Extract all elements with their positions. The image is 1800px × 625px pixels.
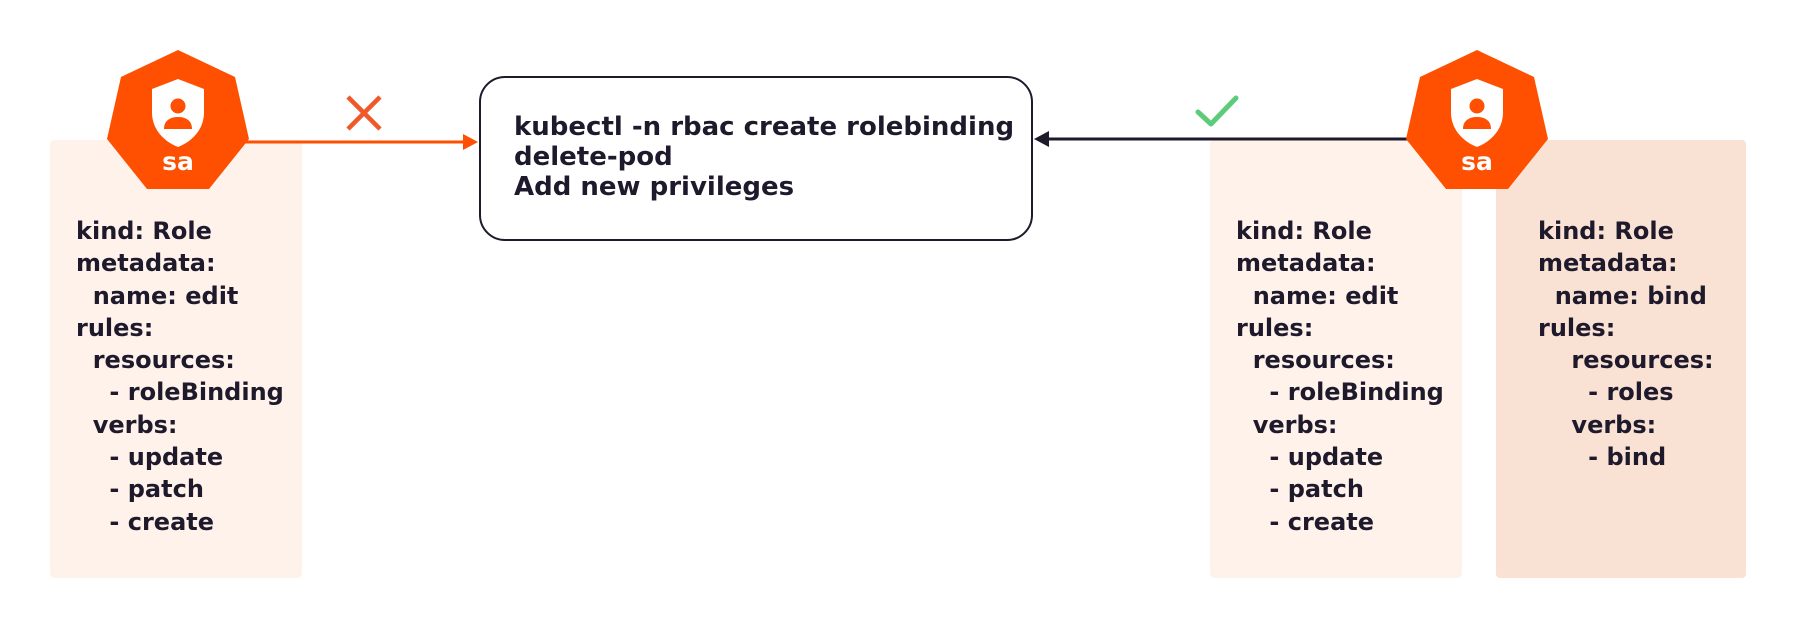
command-box: kubectl -n rbac create rolebinding delet… bbox=[479, 76, 1033, 241]
left-service-account: sa bbox=[107, 50, 249, 189]
left-role-panel bbox=[50, 140, 302, 578]
right-role-panel bbox=[1496, 140, 1746, 578]
right-service-account: sa bbox=[1406, 50, 1548, 189]
right-role-yaml: kind: Role metadata: name: bind rules: r… bbox=[1538, 217, 1714, 472]
left-role-yaml: kind: Role metadata: name: edit rules: r… bbox=[76, 217, 284, 536]
middle-role-panel bbox=[1210, 140, 1462, 578]
right-service-account-label: sa bbox=[1461, 147, 1493, 176]
middle-role-yaml: kind: Role metadata: name: edit rules: r… bbox=[1236, 217, 1444, 536]
check-icon bbox=[1195, 95, 1239, 127]
command-line-2: delete-pod bbox=[514, 142, 673, 172]
cross-icon bbox=[346, 95, 382, 131]
user-shield-icon bbox=[1451, 79, 1503, 147]
command-line-1: kubectl -n rbac create rolebinding bbox=[514, 112, 1015, 142]
command-line-3: Add new privileges bbox=[514, 172, 795, 202]
user-shield-icon bbox=[152, 79, 204, 147]
deny-arrow bbox=[240, 134, 478, 150]
left-service-account-label: sa bbox=[162, 147, 194, 176]
allow-arrow bbox=[1034, 131, 1418, 147]
